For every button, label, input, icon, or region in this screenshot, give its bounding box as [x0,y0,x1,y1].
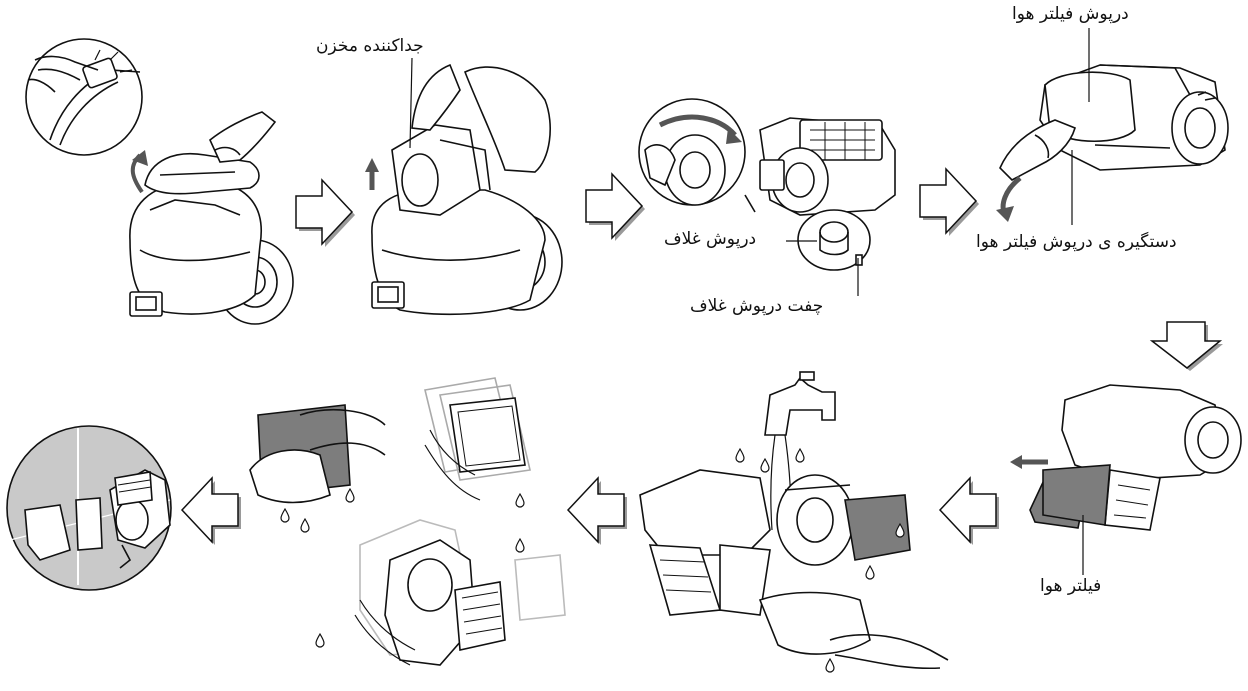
hand-with-cloth [760,593,948,669]
zoom-circle-casing [639,99,745,205]
step1-open-lid [26,39,293,324]
step-arrow-right-1 [296,180,355,247]
step6-wash-parts [640,372,948,672]
label-filter-cover-handle: دستگیره ی درپوش فیلتر هوا [976,232,1177,252]
vacuum-cleaner-dust-bin [372,65,562,314]
filter-housing [1040,65,1228,170]
label-casing-cover: درپوش غلاف [664,229,756,249]
zoom-circle-lid-button [26,39,142,155]
leader-tank-release [410,58,412,148]
shaking-housing [360,520,565,665]
shaking-filter-sheet [425,378,530,480]
vacuum-cleaner-open-lid [130,112,293,324]
label-air-filter: فیلتر هوا [1040,576,1101,596]
label-filter-cover: درپوش فیلتر هوا [1012,4,1129,24]
step2-remove-dust-bin [365,65,562,314]
wet-casing-cover [777,475,853,565]
air-filter-sheet [1043,465,1110,525]
step5-remove-air-filter [1010,385,1241,530]
drying-filter-sheet [76,498,102,550]
step-arrow-down [1152,322,1223,371]
step-arrow-right-2 [586,174,645,241]
step-arrow-right-3 [920,169,979,236]
dust-bin-unit [745,118,895,215]
step8-dry-in-shade [7,426,171,590]
wet-filter-housing [640,470,770,615]
step-arrow-left-2 [568,478,627,545]
label-tank-release: جداکننده مخزن [316,36,424,56]
step-arrow-left-3 [182,478,241,545]
step-arrow-left-1 [940,478,999,545]
step4-open-filter-cover [996,65,1228,222]
hand-squeezing-filter [250,405,385,503]
label-casing-cover-latch: چفت درپوش غلاف [690,296,823,316]
step7-shake-dry [250,378,565,665]
casing-cover-detached [798,210,870,270]
